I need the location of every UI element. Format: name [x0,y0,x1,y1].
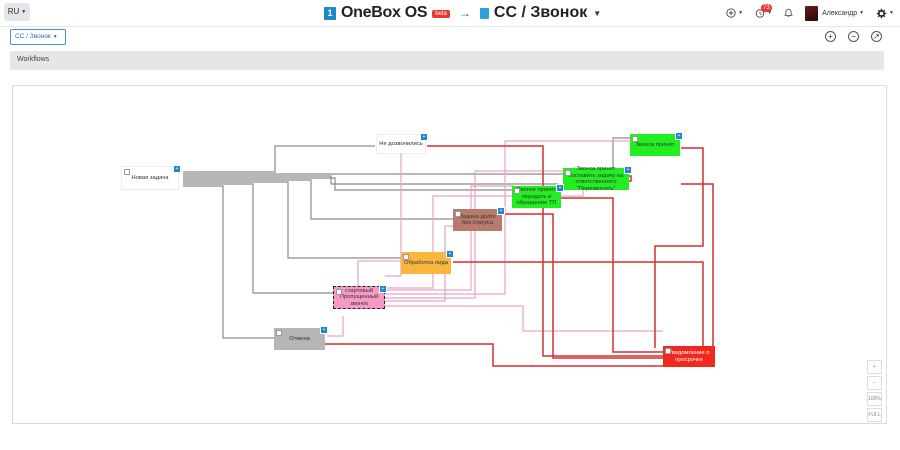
checkbox-icon [336,289,342,295]
language-selector[interactable]: RU▼ [4,3,30,21]
process-select[interactable]: CC / Звонок▼ [10,29,66,45]
user-name: Александр [822,9,858,17]
add-transition-icon[interactable]: + [446,250,454,258]
language-label: RU [7,7,20,17]
node-label: Звонок принят передать в обращение ТП [516,187,557,207]
bell-icon [784,8,793,17]
node-label: Новая задача [131,174,169,181]
red-connections [325,145,715,367]
process-select-label: CC / Звонок [15,33,51,40]
status-node-start-missed-call[interactable]: стартовый Пропущенный звонок + [333,285,387,309]
checkbox-icon [403,254,409,260]
zoom-full-button[interactable]: FULL [867,408,882,422]
user-menu[interactable]: Александр ▼ [805,5,865,21]
checkbox-icon [632,136,638,142]
status-node-call-accepted-transfer[interactable]: Звонок принят передать в обращение ТП + [512,184,564,208]
remove-status-button[interactable]: − [848,31,859,42]
status-node-call-accepted[interactable]: Звонок принят + [630,132,683,156]
status-node-overdue-notice[interactable]: Уведомление о просрочке [663,346,715,367]
gear-icon [876,8,887,18]
add-transition-icon[interactable]: + [420,133,428,141]
gray-connections [183,137,630,339]
chevron-down-icon[interactable]: ▼ [593,8,602,18]
add-menu-button[interactable]: ▼ [726,8,743,18]
checkbox-icon [565,170,571,176]
notification-count-badge: 73 [761,4,772,12]
zoom-in-button[interactable]: + [867,360,882,374]
checkbox-icon [665,348,671,354]
node-label: Задача долго без статуса [459,213,496,227]
add-transition-icon[interactable]: + [556,184,564,192]
add-transition-icon[interactable]: + [320,326,328,334]
chevron-down-icon: ▼ [738,10,744,16]
chevron-down-icon: ▼ [21,9,27,15]
checkbox-icon [455,211,461,217]
status-node-cancel[interactable]: Отмена + [274,326,328,350]
zoom-controls: + − 100% FULL [867,360,882,422]
status-node-lead-processing[interactable]: Обработка лида + [401,250,454,274]
add-transition-icon[interactable]: + [173,165,181,173]
status-node-task-without-status[interactable]: Задача долго без статуса + [453,207,505,231]
tab-workflows[interactable]: Workflows [17,56,50,63]
arrow-right-icon: → [458,6,471,20]
pink-connections [327,140,663,337]
status-node-call-accepted-set-task[interactable]: Звонок принят поставить задачу на ответс… [563,166,632,192]
avatar [805,5,819,21]
settings-button[interactable]: ▼ [876,8,894,19]
node-label: Обработка лида [403,259,449,266]
notifications-button[interactable] [784,8,793,18]
add-transition-icon[interactable]: + [624,166,632,174]
chevron-down-icon: ▼ [52,34,58,40]
zoom-out-button[interactable]: − [867,376,882,390]
breadcrumb: 1 OneBox OS beta → CC / Звонок ▼ [324,3,601,23]
node-label: Отмена [289,335,310,342]
chevron-down-icon: ▼ [889,10,894,16]
status-node-not-reached[interactable]: Не дозвонились + [376,133,428,154]
top-right-actions: ▼ 73 ▼ Александр ▼ ▼ [726,4,894,22]
timer-button[interactable]: 73 ▼ [755,4,773,18]
chevron-down-icon: ▼ [767,10,773,16]
navigate-button[interactable]: ↗ [871,31,882,42]
tab-bar: Workflows [10,51,884,70]
beta-badge: beta [432,10,450,18]
node-label: Звонок принят [635,141,675,148]
status-node-new-task[interactable]: Новая задача + [121,165,181,190]
add-status-button[interactable]: + [825,31,836,42]
chevron-down-icon: ▼ [859,10,865,16]
plus-circle-icon [726,8,736,18]
node-label: Уведомление о просрочке [668,350,710,363]
onebox-logo-icon[interactable]: 1 [324,6,336,20]
top-bar: RU▼ 1 OneBox OS beta → CC / Звонок ▼ ▼ 7… [0,0,900,27]
add-transition-icon[interactable]: + [497,207,505,215]
workflow-canvas[interactable]: Новая задача + Не дозвонились + Звонок п… [12,85,887,424]
node-label: Звонок принят поставить задачу на ответс… [568,166,624,192]
add-transition-icon[interactable]: + [379,285,387,293]
checkbox-icon [276,330,282,336]
add-transition-icon[interactable]: + [675,132,683,140]
page-title[interactable]: CC / Звонок [493,4,588,21]
node-label: стартовый Пропущенный звонок [339,287,379,307]
checkbox-icon [124,169,130,175]
node-label: Не дозвонились [379,140,423,147]
stopwatch-icon [755,9,765,18]
book-icon [479,7,489,19]
app-name[interactable]: OneBox OS [341,4,428,21]
workflow-controls: + − ↗ [825,31,882,42]
checkbox-icon [514,188,520,194]
zoom-100-button[interactable]: 100% [867,392,882,406]
